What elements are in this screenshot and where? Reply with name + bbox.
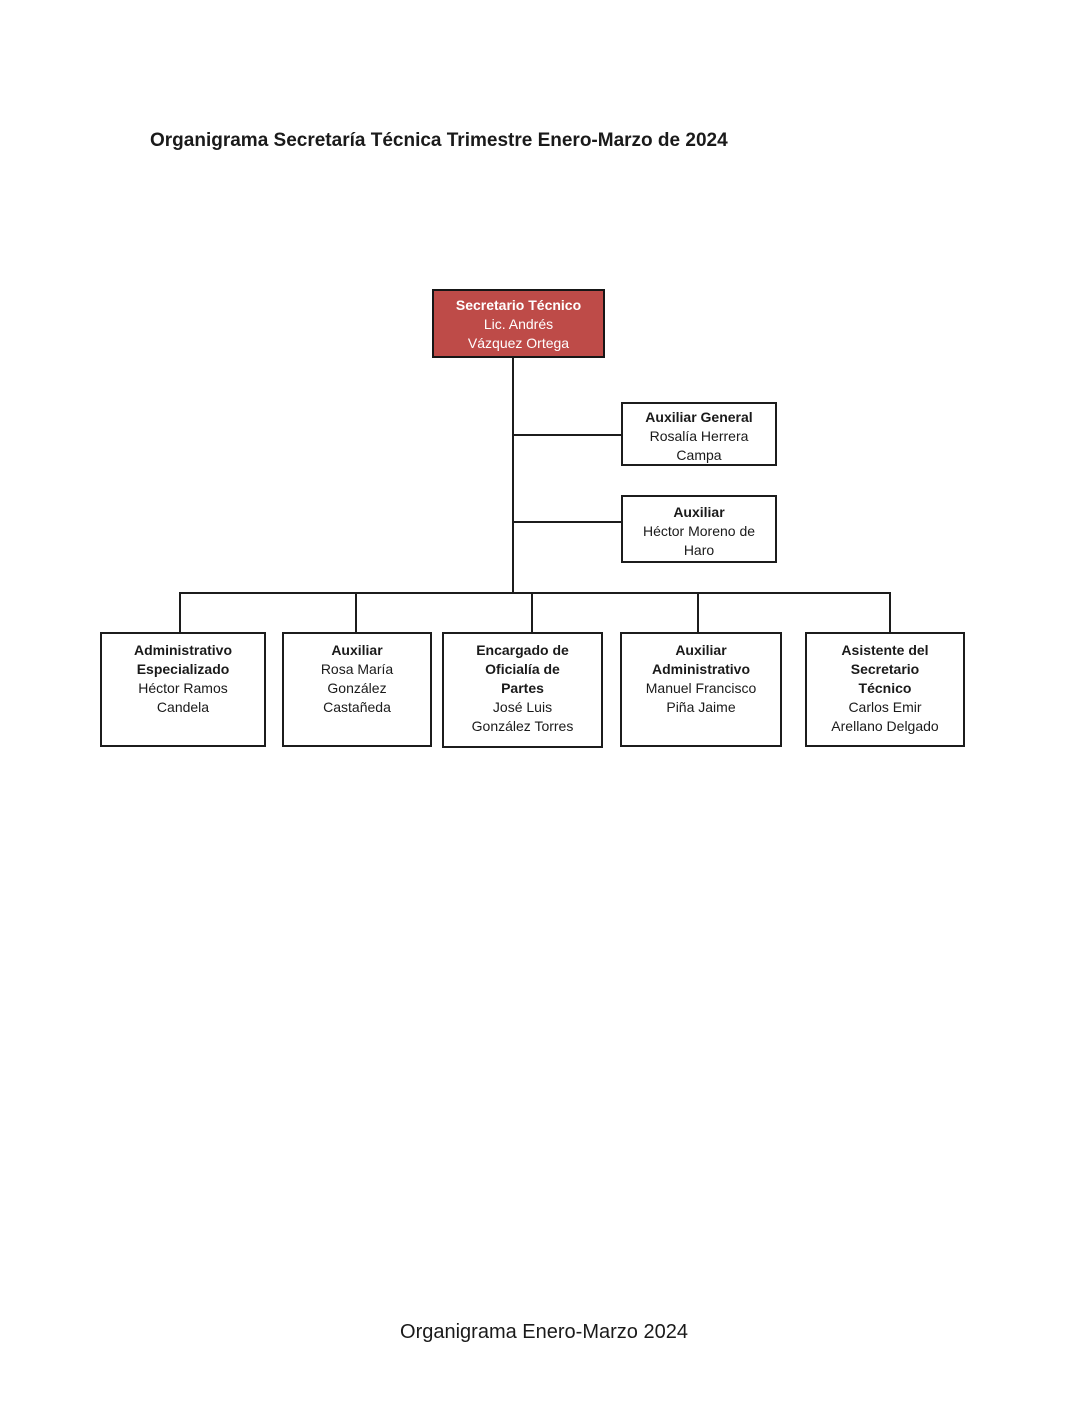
node-person: Carlos Emir Arellano Delgado: [831, 699, 939, 734]
org-node-asistente-secretario-tecnico: Asistente del Secretario Técnico Carlos …: [805, 632, 965, 747]
node-person: Manuel Francisco Piña Jaime: [645, 680, 757, 715]
node-title: Auxiliar: [331, 642, 383, 658]
node-title: Auxiliar Administrativo: [651, 642, 750, 677]
org-node-auxiliar: Auxiliar Héctor Moreno de Haro: [621, 495, 777, 563]
node-title: Asistente del Secretario Técnico: [841, 642, 929, 696]
node-person: Héctor Moreno de Haro: [642, 523, 756, 558]
node-title: Encargado de Oficialía de Partes: [476, 642, 569, 696]
node-title: Auxiliar General: [645, 409, 753, 425]
node-title: Secretario Técnico: [455, 297, 582, 313]
org-node-auxiliar-administrativo: Auxiliar Administrativo Manuel Francisco…: [620, 632, 782, 747]
org-node-auxiliar-rosa-maria: Auxiliar Rosa María González Castañeda: [282, 632, 432, 747]
page-footer: Organigrama Enero-Marzo 2024: [400, 1321, 688, 1343]
page-title: Organigrama Secretaría Técnica Trimestre…: [150, 130, 728, 151]
org-node-encargado-oficialia-partes: Encargado de Oficialía de Partes José Lu…: [442, 632, 603, 748]
org-node-auxiliar-general: Auxiliar General Rosalía Herrera Campa: [621, 402, 777, 466]
node-title: Administrativo Especializado: [133, 642, 232, 677]
node-title: Auxiliar: [673, 504, 725, 520]
node-person: Héctor Ramos Candela: [138, 680, 228, 715]
node-person: Rosalía Herrera Campa: [649, 428, 749, 463]
org-node-administrativo-especializado: Administrativo Especializado Héctor Ramo…: [100, 632, 266, 747]
org-node-secretario-tecnico: Secretario Técnico Lic. Andrés Vázquez O…: [432, 289, 605, 358]
node-person: Rosa María González Castañeda: [320, 661, 394, 715]
node-person: Lic. Andrés Vázquez Ortega: [467, 316, 570, 351]
node-person: José Luis González Torres: [471, 699, 574, 734]
